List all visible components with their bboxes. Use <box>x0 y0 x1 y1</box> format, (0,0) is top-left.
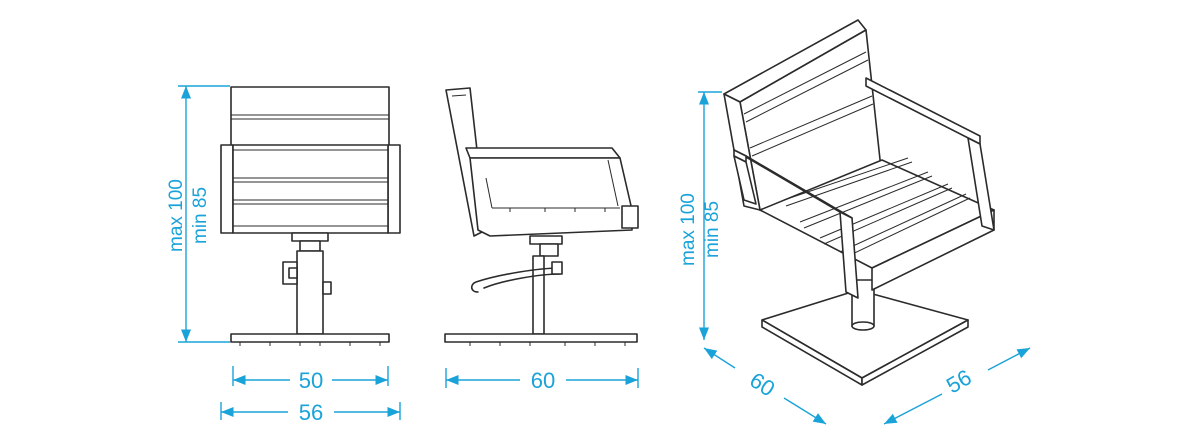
iso-height-min-label: min 85 <box>702 201 723 258</box>
side-base <box>444 333 638 343</box>
iso-right-armrest <box>865 77 981 145</box>
iso-depth-label: 60 <box>745 367 779 401</box>
side-view <box>444 87 639 346</box>
front-seat-width-label: 50 <box>299 368 323 393</box>
iso-height-dimension: max 100 min 85 <box>678 91 723 340</box>
front-base <box>230 333 390 343</box>
front-right-armrest <box>387 144 401 234</box>
front-height-max-label: max 100 <box>166 179 187 252</box>
iso-depth-dimension: 60 <box>703 347 827 425</box>
front-height-min-label: min 85 <box>190 187 211 244</box>
front-left-armrest <box>220 144 234 234</box>
front-backrest <box>230 86 390 150</box>
isometric-view <box>723 19 995 386</box>
iso-height-max-label: max 100 <box>678 193 699 266</box>
front-total-width-dimension: 56 <box>220 400 401 425</box>
front-column <box>296 250 324 335</box>
side-foot-pedal <box>470 267 561 293</box>
side-seat <box>469 157 633 237</box>
front-seat <box>232 144 389 234</box>
front-seat-width-dimension: 50 <box>232 366 389 393</box>
side-depth-label: 60 <box>531 368 555 393</box>
front-view <box>220 86 401 346</box>
front-total-width-label: 56 <box>299 400 323 425</box>
side-depth-dimension: 60 <box>445 368 639 393</box>
front-height-dimension: max 100 min 85 <box>166 85 230 343</box>
side-armrest <box>465 147 621 159</box>
side-column <box>532 255 545 335</box>
iso-width-label: 56 <box>942 364 976 398</box>
